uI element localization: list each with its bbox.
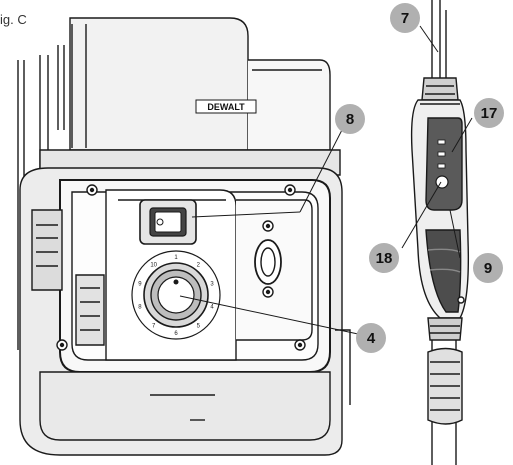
dial-number: 6 — [174, 331, 178, 337]
brand-logo: DEWALT — [195, 99, 257, 114]
callout-18: 18 — [369, 243, 399, 273]
trigger-button-icon — [435, 175, 449, 189]
dial-number: 1 — [174, 255, 178, 261]
dial-number: 2 — [197, 262, 201, 268]
dial-number: 7 — [152, 324, 156, 330]
svg-text:4: 4 — [367, 330, 376, 347]
dial-number: 5 — [197, 324, 201, 330]
svg-text:9: 9 — [484, 260, 492, 277]
brand-logo-text: DEWALT — [207, 102, 245, 112]
power-icon — [156, 218, 164, 226]
spray-gun-handle — [410, 0, 469, 465]
figure-label: ig. C — [0, 12, 27, 27]
dial-number: 10 — [150, 262, 157, 268]
callout-17: 17 — [474, 98, 504, 128]
svg-text:17: 17 — [481, 105, 498, 122]
dial-number: 8 — [138, 305, 142, 311]
callout-7: 7 — [390, 3, 420, 33]
svg-text:8: 8 — [346, 111, 354, 128]
leader-lines — [179, 25, 473, 335]
callout-9: 9 — [473, 253, 503, 283]
dial-number: 4 — [210, 305, 214, 311]
callout-4: 4 — [356, 323, 386, 353]
dial-scale: 1 2 3 4 5 6 7 8 9 10 — [138, 255, 214, 337]
svg-text:18: 18 — [376, 250, 393, 267]
power-switch[interactable] — [139, 199, 197, 245]
svg-text:7: 7 — [401, 10, 409, 27]
dial-number: 9 — [138, 281, 142, 287]
pressure-dial[interactable]: 1 2 3 4 5 6 7 8 9 10 — [131, 250, 221, 340]
callout-8: 8 — [335, 104, 365, 134]
dial-number: 3 — [210, 281, 214, 287]
